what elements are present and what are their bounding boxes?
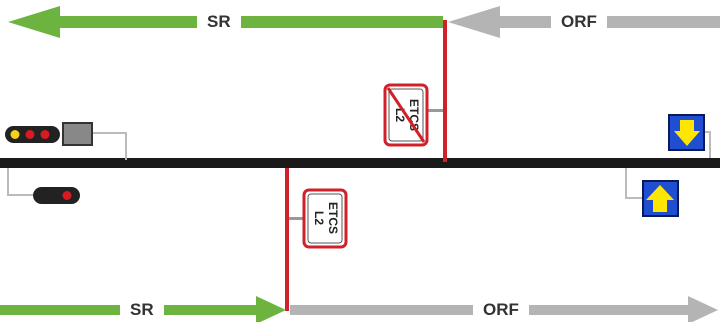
bottom-etcs-board: ETCS L2: [302, 188, 348, 249]
bottom-signal-head: [33, 187, 80, 204]
top-boundary-line: [443, 20, 447, 162]
top-signal-box: [62, 122, 93, 146]
top-etcs-board: ETCS L2: [383, 83, 429, 147]
top-board-post: [427, 109, 443, 112]
bottom-sr-arrowhead: [256, 296, 286, 324]
top-sr-arrow-bar: [58, 16, 443, 28]
bottom-signal-mast: [7, 168, 33, 196]
top-signal-lamp-2: [25, 130, 35, 139]
arrow-up-icon: [642, 180, 679, 217]
top-sr-arrowhead: [8, 6, 60, 38]
top-orf-arrow-bar: [498, 16, 720, 28]
top-signal-mast: [92, 132, 127, 160]
arrow-down-icon: [668, 114, 705, 151]
top-orf-arrowhead: [448, 6, 500, 38]
top-signal-lamp-1: [10, 130, 20, 139]
bottom-board-line2: L2: [312, 211, 326, 225]
bottom-board-post: [289, 217, 304, 220]
top-signal-lamp-3: [40, 130, 50, 139]
top-board-cross: [386, 87, 426, 143]
bottom-sr-label: SR: [120, 300, 164, 320]
bottom-orf-label: ORF: [473, 300, 529, 320]
bottom-right-sign-post: [625, 168, 644, 199]
bottom-signal-lamp-1: [62, 191, 72, 200]
top-orf-label: ORF: [551, 12, 607, 32]
main-track: [0, 158, 720, 168]
bottom-orf-arrowhead: [688, 296, 718, 324]
bottom-board-line1: ETCS: [326, 202, 340, 234]
bottom-boundary-line: [285, 168, 289, 311]
top-sr-label: SR: [197, 12, 241, 32]
